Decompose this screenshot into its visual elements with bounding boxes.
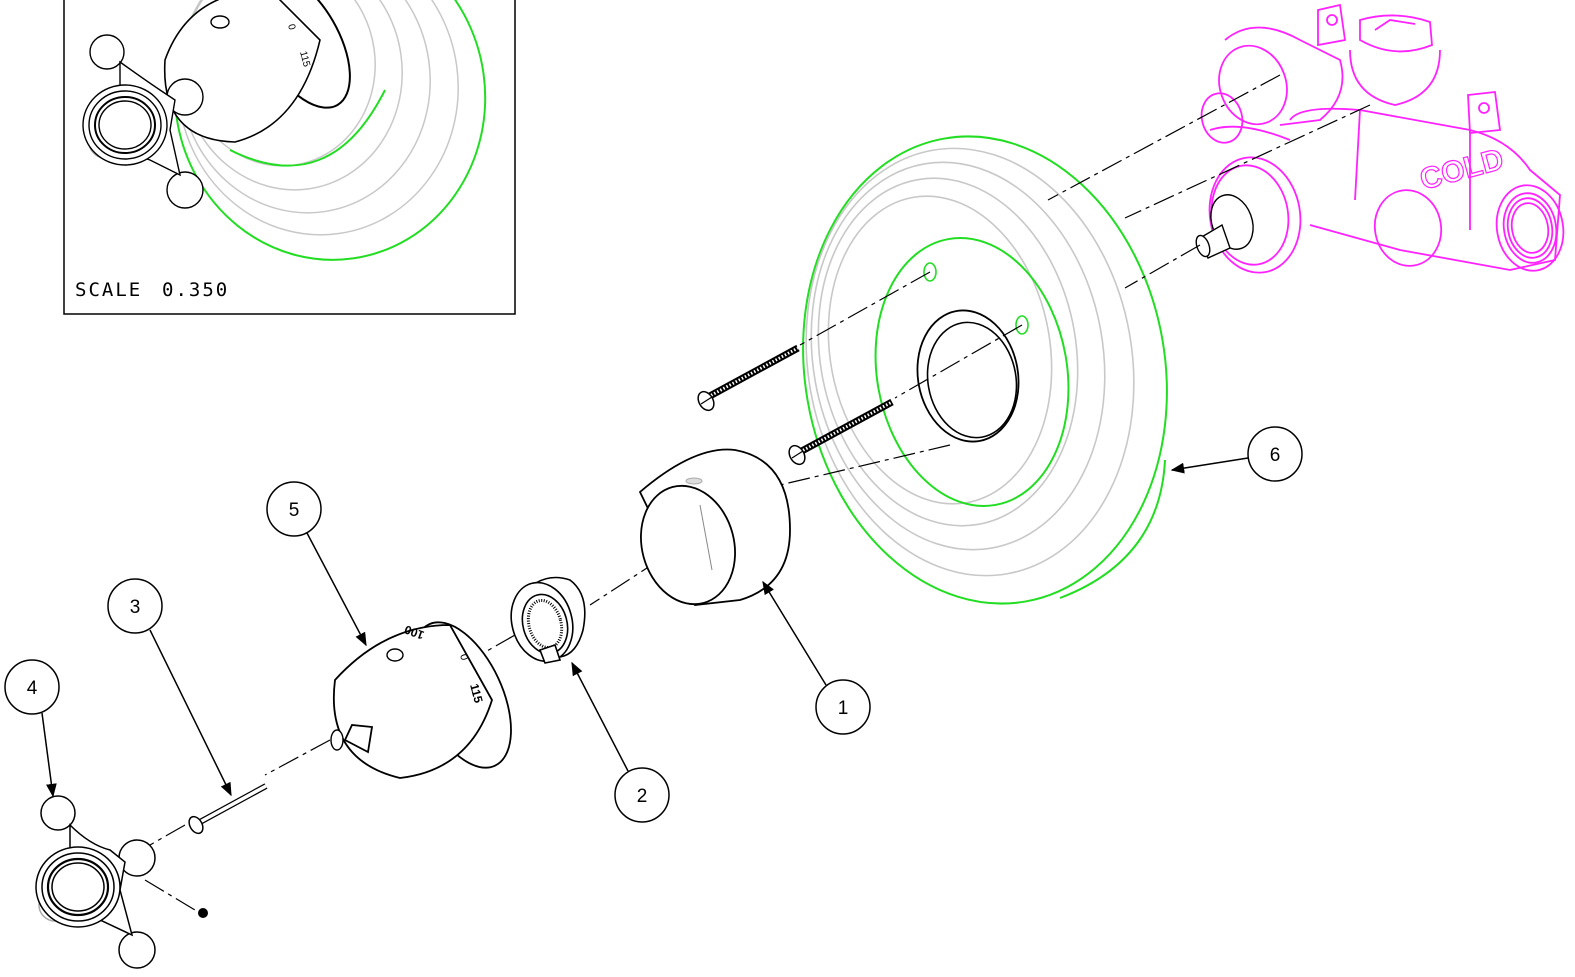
dial-mark-100: 100	[402, 622, 426, 642]
inset-dial-mark-0: 0	[285, 23, 297, 32]
callout-6: 6	[1170, 426, 1303, 482]
inset-cross-handle	[82, 34, 204, 209]
trim-plate	[802, 135, 1168, 605]
callout-2: 2	[571, 661, 670, 823]
lower-screw	[788, 398, 894, 466]
callout-1-number: 1	[838, 698, 849, 719]
callout-5: 5	[266, 481, 367, 647]
temperature-dial: 100 115 0	[330, 621, 512, 779]
handle-screw	[188, 783, 268, 835]
callout-1: 1	[762, 580, 871, 735]
valve-body-lettering: COLD	[1417, 143, 1508, 197]
inset-frame	[63, 0, 516, 315]
dial-mark-0: 0	[457, 653, 470, 662]
set-screw	[198, 908, 208, 918]
callout-2-number: 2	[637, 786, 648, 807]
cartridge-stem	[1195, 194, 1254, 259]
rough-in-valve-body: COLD	[1200, 3, 1565, 274]
upper-screw	[697, 344, 800, 412]
inset-scale-value: 0.350	[162, 279, 229, 301]
inset-detail-view: 115 0 SCALE 0.350	[63, 0, 516, 315]
cross-handle	[35, 795, 156, 969]
inset-scale-label: SCALE	[75, 279, 142, 301]
inset-temperature-dial: 115 0	[163, 0, 351, 143]
callout-3: 3	[107, 578, 232, 797]
callout-5-number: 5	[289, 500, 300, 521]
trim-plate-screws	[697, 344, 894, 466]
callout-3-number: 3	[130, 597, 141, 618]
callout-6-number: 6	[1270, 445, 1281, 466]
inset-dial-mark-115: 115	[297, 50, 312, 69]
callouts: 1 2 3 4 5 6	[4, 426, 1303, 823]
callout-4-number: 4	[27, 678, 38, 699]
sleeve	[638, 448, 791, 606]
dial-mark-115: 115	[467, 682, 486, 705]
retainer-ring	[510, 576, 586, 664]
callout-4: 4	[4, 659, 60, 798]
